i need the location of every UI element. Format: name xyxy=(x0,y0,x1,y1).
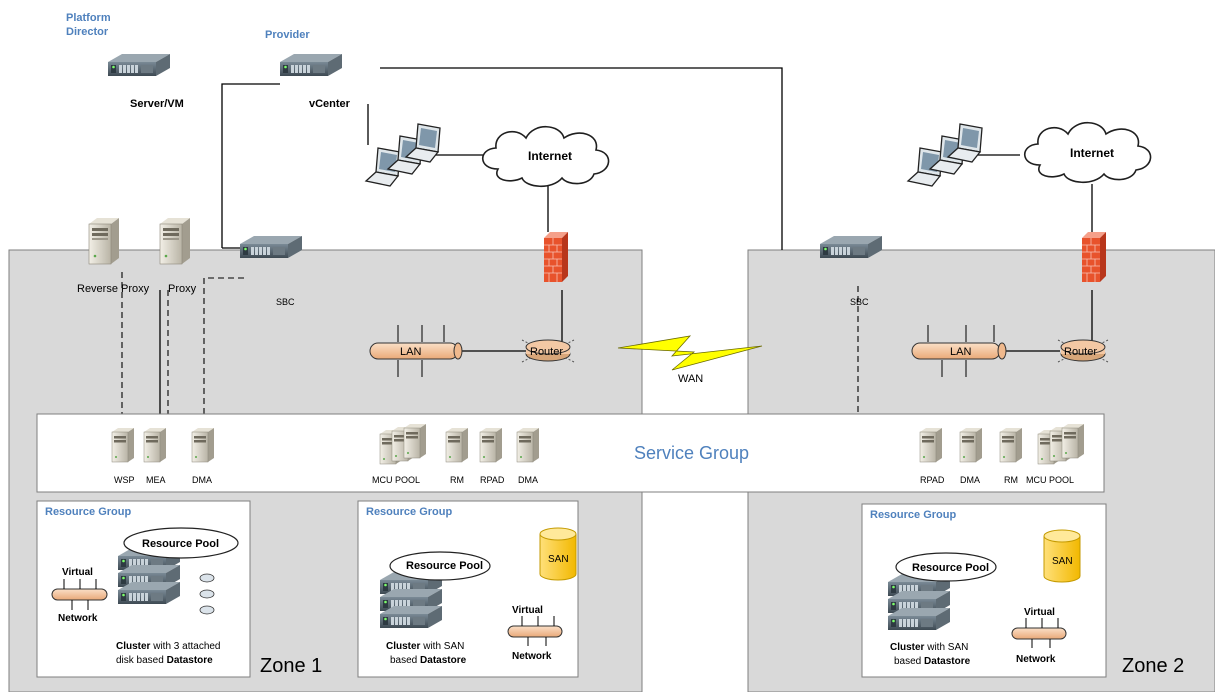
resource-pool-label: Resource Pool xyxy=(406,560,483,572)
service-item-label: DMA xyxy=(192,475,212,485)
mcu-pool-server-icon xyxy=(403,423,427,459)
platform-director-label: Platform xyxy=(66,12,111,24)
server-vm-label: Server/VM xyxy=(130,98,184,110)
proxy-icon xyxy=(159,217,191,265)
service-item-label: WSP xyxy=(114,475,135,485)
service-item-label: RPAD xyxy=(920,475,945,485)
mea-server-icon xyxy=(143,427,167,463)
rpad-server-icon xyxy=(479,427,503,463)
dma-server-icon xyxy=(959,427,983,463)
network-label: Network xyxy=(58,613,98,624)
internet-label-right: Internet xyxy=(1070,146,1114,160)
cluster-server-icon xyxy=(380,606,442,628)
virtual-network-pipe xyxy=(51,579,108,610)
cluster-caption-line1: Cluster with SAN xyxy=(386,641,464,652)
router-zone2-icon xyxy=(1057,339,1109,363)
rpad-server-icon xyxy=(919,427,943,463)
lan-zone2-label: LAN xyxy=(950,346,971,358)
sbc-zone1-label: SBC xyxy=(276,297,295,307)
lan-zone2-pipe xyxy=(911,342,1007,360)
rm-server-icon xyxy=(445,427,469,463)
wan-bolt-icon xyxy=(617,335,763,371)
service-item-label: MCU POOL xyxy=(372,475,420,485)
resource-pool-ellipse xyxy=(895,552,997,582)
san-label: SAN xyxy=(1052,556,1073,567)
vcenter-label: vCenter xyxy=(309,98,351,110)
lan-spokes xyxy=(397,325,995,377)
resource-pool-ellipse xyxy=(389,551,491,581)
zone1-label: Zone 1 xyxy=(260,655,322,677)
resource-pool-label: Resource Pool xyxy=(142,538,219,550)
lan-zone1-label: LAN xyxy=(400,346,421,358)
service-item-label: MCU POOL xyxy=(1026,475,1074,485)
disk-datastore-icon xyxy=(199,573,215,615)
provider-label: Provider xyxy=(265,29,310,41)
virtual-network-pipe xyxy=(507,616,563,646)
resource-pool-label: Resource Pool xyxy=(912,562,989,574)
zone2-label: Zone 2 xyxy=(1122,655,1184,677)
cluster-caption-line1: Cluster with SAN xyxy=(890,642,968,653)
resource-group-title: Resource Group xyxy=(45,506,131,518)
platform-director-label-2: Director xyxy=(66,26,109,38)
proxy-label: Proxy xyxy=(168,283,197,295)
cluster-caption-line2: based Datastore xyxy=(390,655,467,666)
virtual-label: Virtual xyxy=(62,567,93,578)
virtual-network-pipe xyxy=(1011,618,1067,648)
service-item-label: RPAD xyxy=(480,475,505,485)
service-group-title: Service Group xyxy=(634,443,749,463)
internet-label-left: Internet xyxy=(528,149,572,163)
wsp-server-icon xyxy=(111,427,135,463)
platform-director-server-icon xyxy=(108,54,170,76)
rm-server-icon xyxy=(999,427,1023,463)
wan-label: WAN xyxy=(678,373,703,385)
cluster-caption-line2: based Datastore xyxy=(894,656,971,667)
router-zone1-icon xyxy=(521,339,575,363)
virtual-label: Virtual xyxy=(1024,607,1055,618)
cluster-server-icon xyxy=(118,582,180,604)
dma-server-icon xyxy=(191,427,215,463)
sbc-zone2-icon xyxy=(820,236,882,258)
sbc-zone2-label: SBC xyxy=(850,297,869,307)
reverse-proxy-label: Reverse Proxy xyxy=(77,283,150,295)
vcenter-server-icon xyxy=(280,54,342,76)
resource-group-title: Resource Group xyxy=(870,509,956,521)
connection-lines xyxy=(159,67,1093,430)
reverse-proxy-icon xyxy=(88,217,120,265)
sbc-zone1-icon xyxy=(240,236,302,258)
firewall-zone2-icon xyxy=(1081,231,1107,283)
dma-server-icon xyxy=(516,427,540,463)
service-item-label: DMA xyxy=(960,475,980,485)
lan-zone1-pipe xyxy=(369,342,463,360)
cluster-server-icon xyxy=(888,608,950,630)
router-zone2-label: Router xyxy=(1064,346,1097,358)
firewall-zone1-icon xyxy=(543,231,569,283)
cluster-caption-line2: disk based Datastore xyxy=(116,655,213,666)
cluster-caption-line1: Cluster with 3 attached xyxy=(116,641,221,652)
resource-group-title: Resource Group xyxy=(366,506,452,518)
network-label: Network xyxy=(1016,654,1056,665)
san-label: SAN xyxy=(548,554,569,565)
service-item-label: RM xyxy=(1004,475,1018,485)
service-item-label: DMA xyxy=(518,475,538,485)
resource-pool-ellipse xyxy=(123,527,239,559)
router-zone1-label: Router xyxy=(530,346,563,358)
virtual-label: Virtual xyxy=(512,605,543,616)
service-item-label: RM xyxy=(450,475,464,485)
service-item-label: MEA xyxy=(146,475,166,485)
mcu-pool-server-icon xyxy=(1061,423,1085,459)
network-label: Network xyxy=(512,651,552,662)
